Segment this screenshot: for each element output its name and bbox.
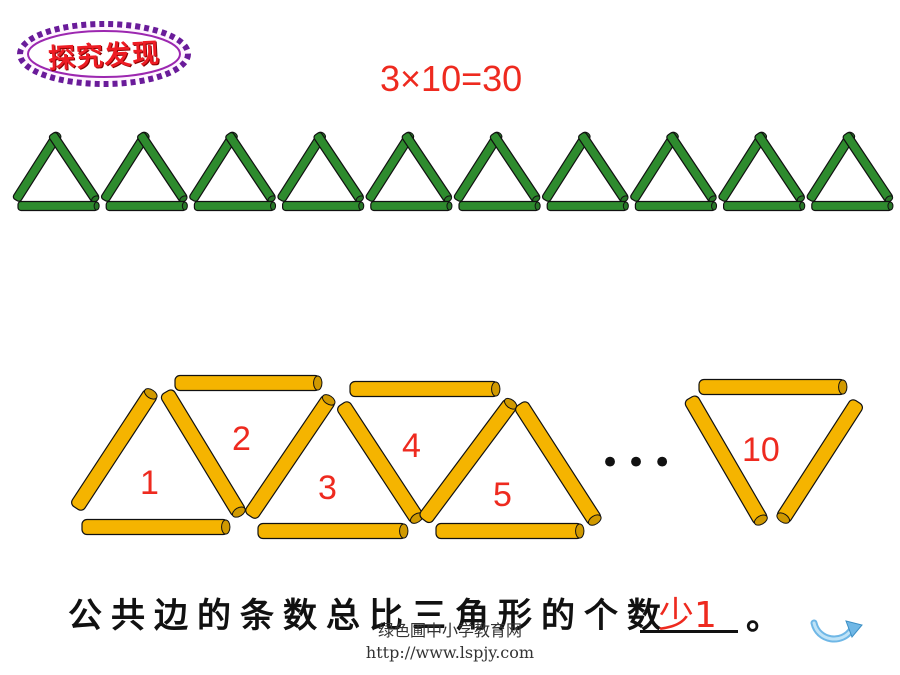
yellow-stick [174, 374, 323, 392]
triangle-label-3: 3 [318, 469, 337, 507]
equation-text: 3×10=30 [380, 58, 523, 99]
sentence-period: 。 [746, 598, 780, 638]
answer-text: 少1 [658, 595, 717, 636]
green-stick-right [842, 132, 894, 203]
triangle-label-10: 10 [742, 431, 780, 469]
yellow-stick [419, 397, 518, 524]
green-stick-base [370, 200, 453, 212]
yellow-stick [435, 522, 585, 540]
green-stick-right [666, 132, 717, 203]
topic-badge: 探究发现 [15, 18, 193, 88]
triangle-label-4: 4 [402, 427, 421, 465]
green-stick-base [458, 200, 541, 212]
yellow-stick [776, 399, 863, 524]
green-stick-right [489, 132, 541, 203]
star-badge-icon [17, 21, 191, 87]
watermark-line-2: http://www.lspjy.com [365, 643, 535, 662]
green-stick-right [401, 132, 453, 203]
yellow-stick [515, 401, 602, 526]
green-stick-base [811, 200, 894, 212]
yellow-stick [160, 389, 246, 518]
green-stick-right [225, 132, 276, 203]
yellow-triangle-chain [71, 374, 863, 540]
watermark-line-1: 绿色圃中小学教育网 [377, 621, 522, 640]
yellow-stick [684, 395, 768, 526]
triangle-label-1: 1 [140, 464, 159, 502]
green-triangle-row [12, 131, 894, 212]
watermark: 绿色圃中小学教育网 http://www.lspjy.com [330, 620, 570, 664]
green-stick-base [17, 200, 100, 212]
yellow-stick [81, 518, 231, 536]
green-stick-base [105, 200, 188, 212]
green-stick-base [546, 200, 629, 212]
yellow-stick [349, 380, 501, 398]
green-stick-right [48, 132, 100, 203]
back-arrow-icon[interactable] [808, 615, 864, 647]
green-stick-base [193, 200, 277, 212]
yellow-stick [698, 378, 848, 396]
green-stick-base [282, 200, 365, 212]
green-stick-right [754, 132, 805, 203]
green-stick-right [578, 132, 629, 203]
green-stick-base [722, 200, 806, 212]
green-stick-right [137, 132, 188, 203]
answer-blank [640, 586, 738, 633]
triangle-label-5: 5 [493, 476, 512, 514]
ellipsis: ••• [600, 443, 678, 483]
yellow-stick [71, 388, 158, 511]
conclusion-sentence: 公共边的条数总比三角形的个数 [68, 596, 670, 636]
triangle-label-2: 2 [232, 420, 251, 458]
yellow-stick [257, 522, 409, 540]
green-stick-right [313, 132, 364, 203]
yellow-stick [245, 394, 336, 519]
green-stick-base [634, 200, 718, 212]
